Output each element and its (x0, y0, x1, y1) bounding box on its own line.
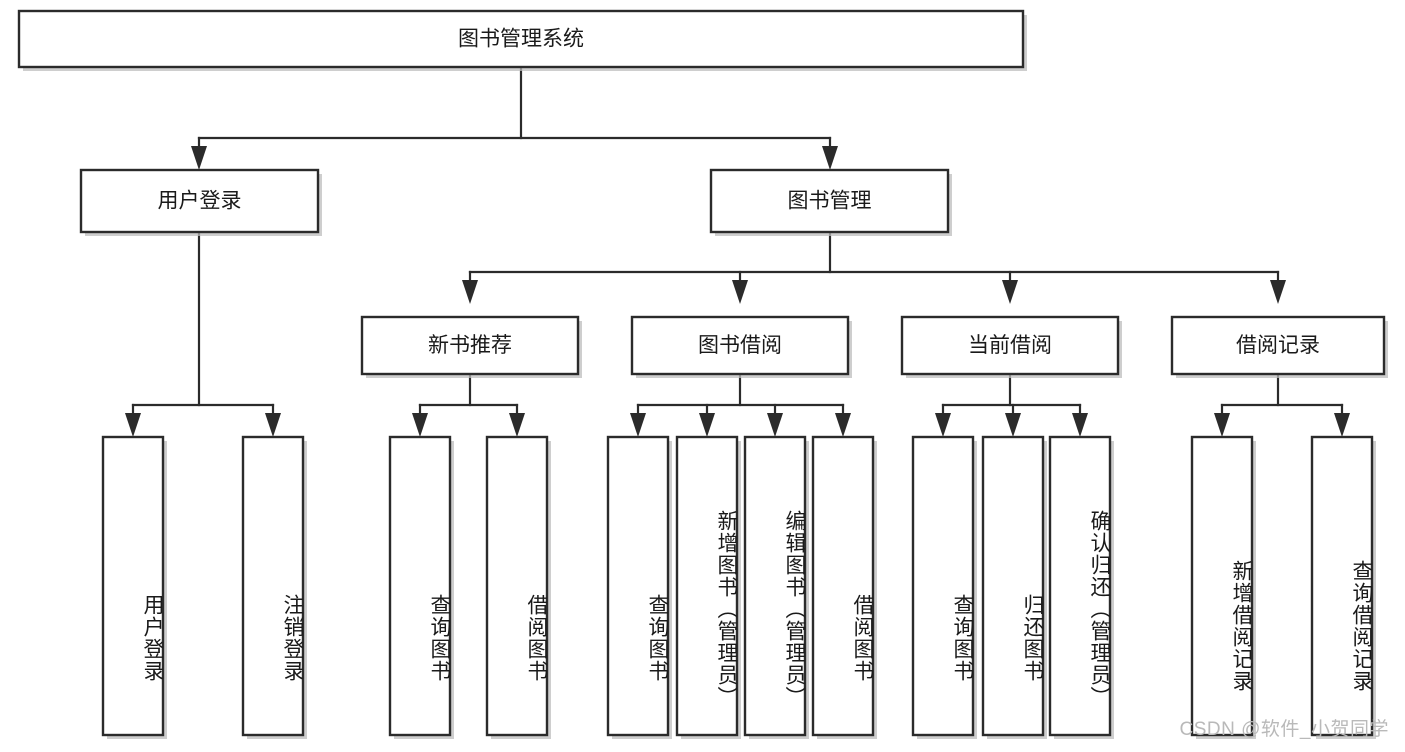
node-leaf-用户登录-0[interactable] (101, 435, 165, 737)
arrow-head-icon (462, 280, 478, 304)
node-l3-图书借阅-1-label: 图书借阅 (698, 334, 782, 357)
node-l3-图书借阅-1[interactable] (630, 315, 850, 376)
node-l3-当前借阅-2-label: 当前借阅 (968, 334, 1052, 357)
node-l2-图书管理-1[interactable] (709, 168, 950, 234)
arrow-head-icon (767, 413, 783, 437)
node-l3-新书推荐-0-label: 新书推荐 (428, 334, 512, 357)
node-root-图书管理系统-0-label: 图书管理系统 (458, 28, 584, 51)
arrow-head-icon (732, 280, 748, 304)
node-root-图书管理系统-0[interactable] (17, 9, 1025, 69)
node-l2-用户登录-0[interactable] (79, 168, 320, 234)
node-leaf-新增借阅记录-11[interactable] (1190, 435, 1254, 737)
node-leaf-编辑图书管理员-6[interactable] (743, 435, 807, 737)
node-l3-新书推荐-0[interactable] (360, 315, 580, 376)
arrow-head-icon (509, 413, 525, 437)
arrow-head-icon (1270, 280, 1286, 304)
arrow-head-icon (125, 413, 141, 437)
connector-root-bus (191, 65, 838, 170)
arrow-head-icon (1072, 413, 1088, 437)
arrow-head-icon (412, 413, 428, 437)
connector-user-login-bus (125, 230, 281, 437)
node-l3-当前借阅-2[interactable] (900, 315, 1120, 376)
connector-layer (125, 65, 1350, 437)
node-leaf-查询图书-2[interactable] (388, 435, 452, 737)
arrow-head-icon (835, 413, 851, 437)
node-leaf-注销登录-1[interactable] (241, 435, 305, 737)
arrow-head-icon (265, 413, 281, 437)
node-box-layer (17, 9, 1388, 739)
node-leaf-借阅图书-3[interactable] (485, 435, 549, 737)
connector-borrow-bus (630, 372, 851, 437)
arrow-head-icon (630, 413, 646, 437)
node-l2-图书管理-1-label: 图书管理 (788, 190, 872, 213)
node-leaf-归还图书-9[interactable] (981, 435, 1045, 737)
connector-current-bus (935, 372, 1088, 437)
node-l3-借阅记录-3-label: 借阅记录 (1236, 334, 1320, 357)
arrow-head-icon (191, 146, 207, 170)
connector-record-bus (1214, 372, 1350, 437)
arrow-head-icon (1005, 413, 1021, 437)
connector-book-mgmt-bus (462, 230, 1286, 304)
node-leaf-借阅图书-7[interactable] (811, 435, 875, 737)
node-l3-借阅记录-3[interactable] (1170, 315, 1386, 376)
arrow-head-icon (1214, 413, 1230, 437)
node-leaf-查询图书-4[interactable] (606, 435, 670, 737)
watermark-text: CSDN @软件_小贺同学 (1179, 719, 1389, 740)
arrow-head-icon (1334, 413, 1350, 437)
node-leaf-查询图书-8[interactable] (911, 435, 975, 737)
node-leaf-新增图书管理员-5[interactable] (675, 435, 739, 737)
connector-new-book-bus (412, 372, 525, 437)
arrow-head-icon (699, 413, 715, 437)
node-leaf-查询借阅记录-12[interactable] (1310, 435, 1374, 737)
node-leaf-确认归还管理员-10[interactable] (1048, 435, 1112, 737)
arrow-head-icon (935, 413, 951, 437)
node-l2-用户登录-0-label: 用户登录 (158, 190, 242, 213)
arrow-head-icon (1002, 280, 1018, 304)
arrow-head-icon (822, 146, 838, 170)
